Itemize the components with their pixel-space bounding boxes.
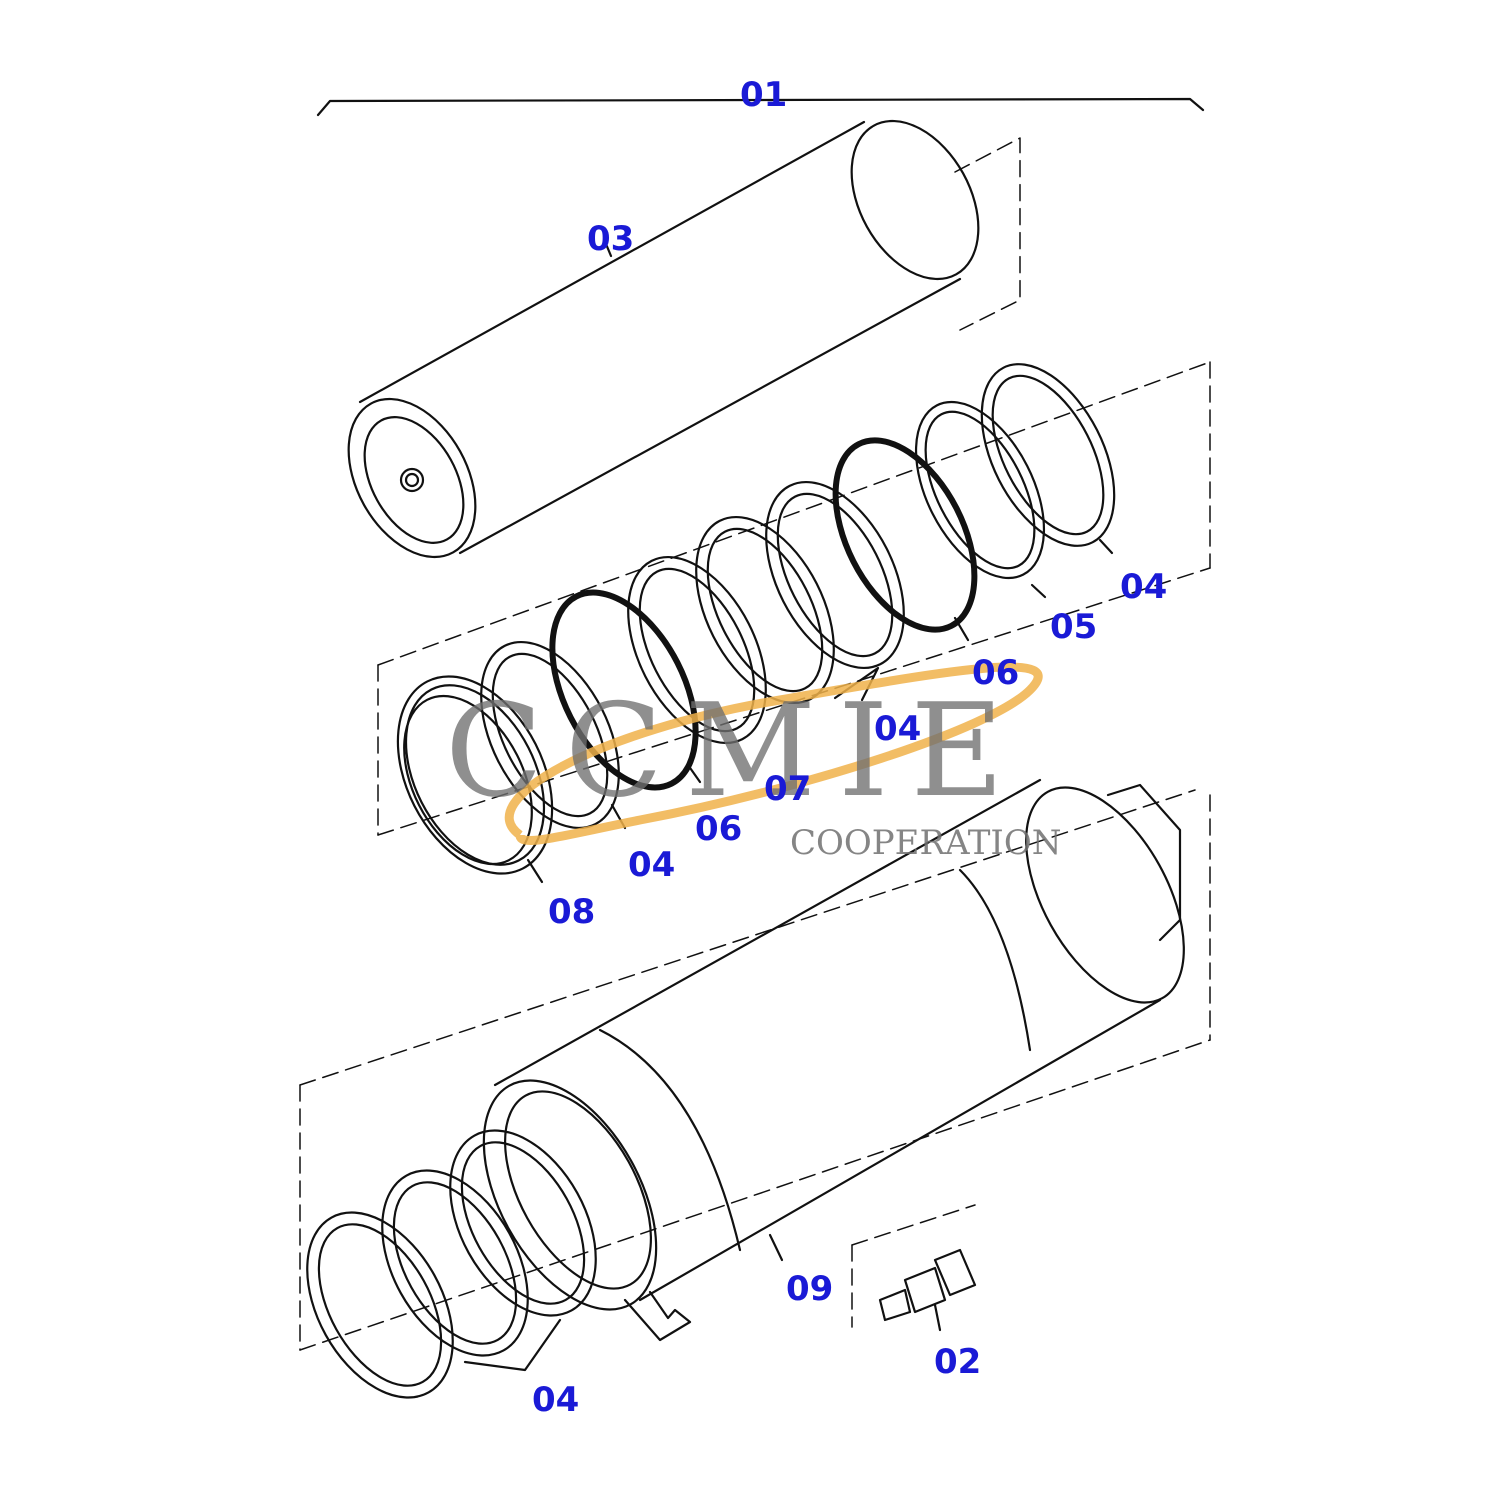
- callout-06: 06: [972, 653, 1020, 693]
- watermark-swoosh: [504, 662, 1043, 845]
- callout-04: 04: [628, 845, 676, 885]
- assembly-bracket: [316, 97, 1205, 117]
- callout-02: 02: [934, 1342, 982, 1382]
- watermark-logo-text: CCMIE: [445, 677, 1026, 826]
- seal-rings-upper: [396, 363, 1116, 884]
- callout-06: 06: [695, 809, 743, 849]
- part-02-grease-fitting: [878, 1248, 977, 1332]
- callout-04: 04: [874, 709, 922, 749]
- callout-08: 08: [548, 892, 596, 932]
- part-09-barrel: [482, 778, 1185, 1342]
- callout-07: 07: [764, 769, 812, 809]
- callout-01: 01: [740, 75, 788, 115]
- watermark-tagline: COOPERATION: [790, 823, 1062, 863]
- callout-05: 05: [1050, 607, 1098, 647]
- part-03-piston: [347, 119, 980, 559]
- seal-rings-lower: [306, 1129, 597, 1399]
- callout-04: 04: [532, 1380, 580, 1420]
- callout-04: 04: [1120, 567, 1168, 607]
- callout-09: 09: [786, 1269, 834, 1309]
- callout-03: 03: [587, 219, 635, 259]
